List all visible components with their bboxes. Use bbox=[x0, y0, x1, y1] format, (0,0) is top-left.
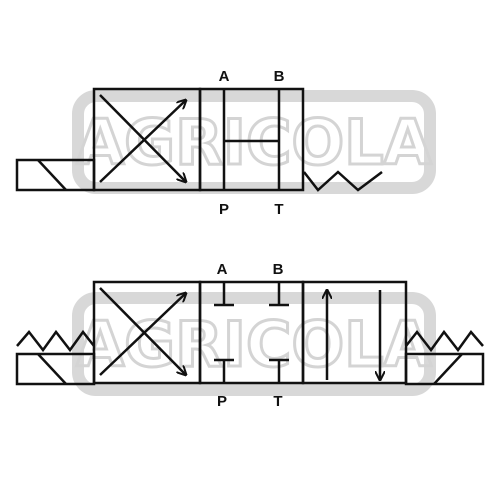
envelope-parallel-flow bbox=[301, 280, 408, 385]
watermark-text: AGRICOLA bbox=[76, 106, 431, 179]
port-label-b: B bbox=[273, 261, 284, 278]
watermark-text: AGRICOLA bbox=[76, 308, 431, 381]
port-label-p: P bbox=[217, 393, 227, 410]
valve-top bbox=[15, 87, 383, 192]
port-label-b: B bbox=[274, 68, 285, 85]
watermark-frame bbox=[72, 90, 436, 194]
envelope-open-center bbox=[198, 87, 305, 192]
watermark-top: AGRICOLA bbox=[72, 90, 436, 194]
port-label-a: A bbox=[217, 261, 228, 278]
valve-bottom bbox=[15, 280, 485, 386]
spring-right bbox=[405, 329, 484, 353]
port-label-a: A bbox=[219, 68, 230, 85]
port-label-t: T bbox=[274, 201, 283, 218]
watermark-bottom: AGRICOLA bbox=[72, 292, 436, 396]
return-spring-right bbox=[303, 170, 383, 192]
port-label-p: P bbox=[219, 201, 229, 218]
spring-left bbox=[16, 329, 95, 353]
solenoid-actuator-right bbox=[404, 329, 485, 386]
watermark-frame bbox=[72, 292, 436, 396]
port-label-t: T bbox=[273, 393, 282, 410]
